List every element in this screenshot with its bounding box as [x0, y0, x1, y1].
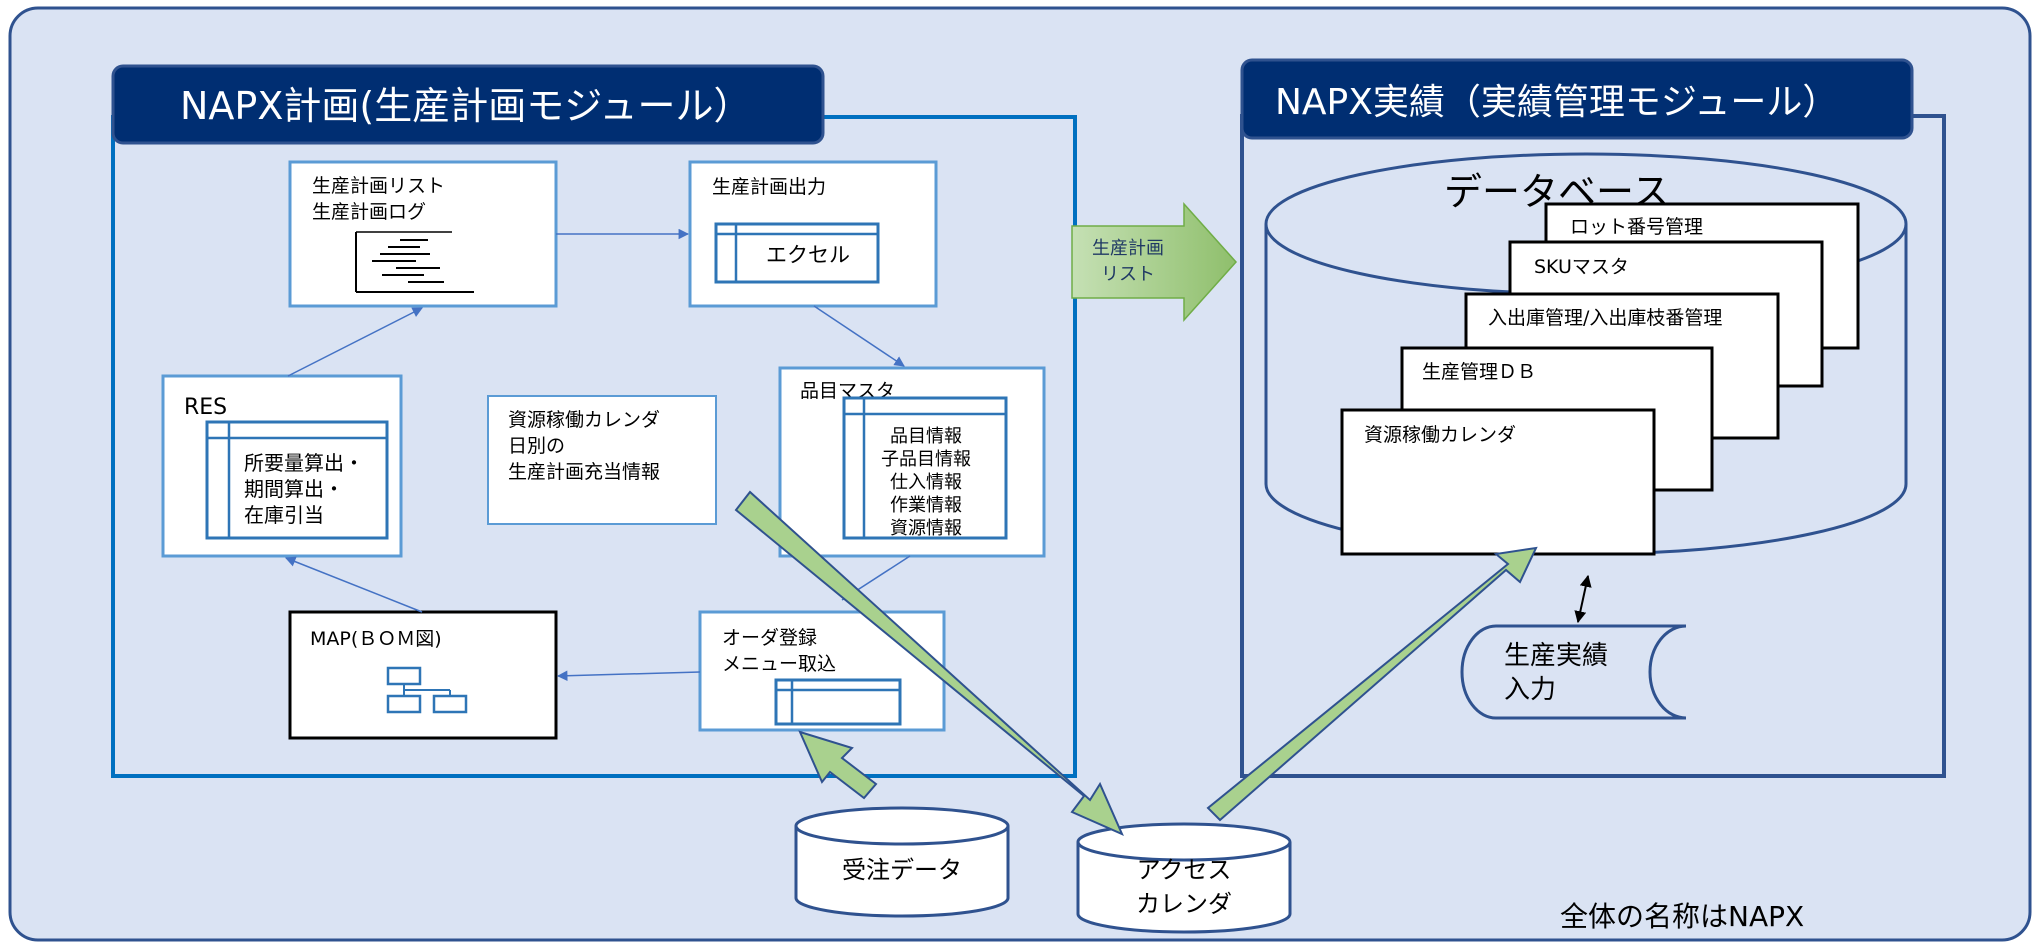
right-module-title-bar: [1240, 58, 1914, 140]
plan-list-transfer-arrow: [1071, 202, 1238, 322]
arrow-res-to-planlist: [287, 307, 423, 377]
arrow-output-to-itemmaster: [813, 305, 905, 367]
plan-log-label: 生産計画ログ: [312, 201, 426, 223]
right-module-title: NAPX実績（実績管理モジュール）: [1275, 82, 1838, 123]
bom-diagram-icon: [386, 666, 468, 714]
result-input-label-2: 入力: [1504, 675, 1556, 705]
order-data-to-order-box-arrow: [798, 730, 878, 800]
result-input-shape: [1460, 624, 1687, 720]
access-calendar-cylinder: [1076, 822, 1292, 934]
gantt-chart-icon: [352, 231, 476, 293]
left-module-title: NAPX計画(生産計画モジュール）: [180, 84, 752, 128]
access-calendar-label-1: アクセス: [1137, 856, 1232, 884]
access-to-db-arrow: [1206, 546, 1538, 822]
res-item-1: 所要量算出・: [244, 451, 364, 475]
db-sheet-lot-number-label: ロット番号管理: [1570, 216, 1703, 238]
excel-table-icon: [714, 222, 880, 284]
res-table-icon: [205, 420, 389, 540]
transfer-arrow-label-2: リスト: [1101, 264, 1155, 285]
excel-label: エクセル: [766, 243, 850, 267]
calendar-info-line-2: 日別の: [508, 435, 565, 457]
db-sheet-inventory-label: 入出庫管理/入出庫枝番管理: [1488, 307, 1722, 329]
order-registration-label: オーダ登録: [722, 627, 817, 649]
res-item-2: 期間算出・: [244, 477, 344, 501]
calendar-info-line-1: 資源稼働カレンダ: [508, 409, 660, 431]
access-calendar-label-2: カレンダ: [1136, 890, 1232, 918]
item-master-item-5: 資源情報: [890, 518, 962, 539]
db-sheet-production-db-label: 生産管理ＤＢ: [1422, 361, 1536, 383]
db-sheet-sku-master-label: SKUマスタ: [1534, 256, 1629, 278]
map-title: MAP(ＢＯＭ図): [310, 628, 442, 650]
calendar-info-box: [487, 395, 717, 525]
db-sheet-resource-calendar-label: 資源稼働カレンダ: [1364, 424, 1516, 446]
transfer-arrow-label-1: 生産計画: [1092, 238, 1164, 259]
menu-import-label: メニュー取込: [722, 653, 836, 675]
res-item-3: 在庫引当: [244, 503, 324, 527]
left-module-title-bar: [111, 64, 825, 145]
res-title: RES: [184, 395, 227, 420]
item-master-item-2: 子品目情報: [881, 449, 971, 470]
map-box: [288, 610, 558, 740]
plan-output-title: 生産計画出力: [712, 176, 826, 198]
result-input-label-1: 生産実績: [1504, 641, 1608, 671]
order-data-cylinder: [794, 806, 1010, 918]
calendar-to-access-arrow: [734, 490, 1124, 836]
item-master-item-4: 作業情報: [890, 495, 962, 516]
order-table-icon: [774, 678, 902, 726]
arrow-map-to-res: [285, 556, 423, 613]
plan-list-label: 生産計画リスト: [312, 175, 445, 197]
footer-note: 全体の名称はNAPX: [1560, 900, 1804, 933]
item-master-item-1: 品目情報: [890, 426, 962, 447]
arrow-order-to-map: [556, 670, 701, 681]
db-to-result-input-arrow: [1574, 574, 1592, 624]
db-sheet-resource-calendar: [1340, 408, 1656, 556]
item-master-item-3: 仕入情報: [890, 472, 962, 493]
calendar-info-line-3: 生産計画充当情報: [508, 461, 660, 483]
order-data-label: 受注データ: [842, 856, 962, 884]
item-master-table-icon: [842, 396, 1008, 540]
